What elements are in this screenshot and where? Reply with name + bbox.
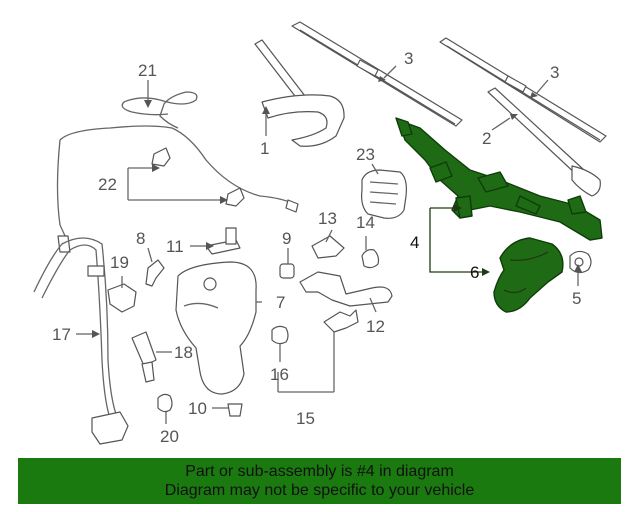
callout-18: 18 bbox=[174, 343, 193, 362]
callout-5: 5 bbox=[572, 289, 581, 308]
callout-1: 1 bbox=[260, 139, 269, 158]
callout-8: 8 bbox=[136, 229, 145, 248]
pump-part-11[interactable] bbox=[205, 227, 241, 255]
callout-10: 10 bbox=[188, 399, 207, 418]
callout-2: 2 bbox=[482, 129, 491, 148]
callout-9: 9 bbox=[282, 229, 291, 248]
callout-15: 15 bbox=[296, 409, 315, 428]
wiper-arm-right[interactable] bbox=[487, 87, 601, 197]
nozzle-part-15[interactable] bbox=[323, 309, 359, 333]
callout-3-left: 3 bbox=[404, 49, 413, 68]
callout-16: 16 bbox=[270, 365, 289, 384]
washer-pump-part-18[interactable] bbox=[131, 331, 157, 383]
arrowheads bbox=[92, 76, 582, 338]
info-banner: Part or sub-assembly is #4 in diagram Di… bbox=[18, 458, 621, 504]
hose-part-12[interactable] bbox=[299, 271, 393, 307]
banner-line-2: Diagram may not be specific to your vehi… bbox=[164, 482, 475, 499]
wiper-blade-left[interactable] bbox=[291, 21, 463, 127]
hose-clip-lower[interactable] bbox=[225, 187, 245, 207]
plug-part-10[interactable] bbox=[227, 403, 243, 417]
callout-7: 7 bbox=[276, 293, 285, 312]
callout-17: 17 bbox=[52, 325, 71, 344]
grommet-part-16[interactable] bbox=[271, 325, 289, 345]
callout-13: 13 bbox=[318, 209, 337, 228]
wiper-blade-right[interactable] bbox=[439, 37, 607, 143]
hose-part-17[interactable] bbox=[33, 237, 129, 445]
callout-21: 21 bbox=[138, 61, 157, 80]
callout-3-right: 3 bbox=[550, 63, 559, 82]
callout-22: 22 bbox=[98, 175, 117, 194]
clip-part-8[interactable] bbox=[145, 259, 165, 287]
washer-hose-assembly[interactable] bbox=[56, 91, 299, 253]
bracket-part-13[interactable] bbox=[311, 235, 345, 259]
callout-23: 23 bbox=[356, 145, 375, 164]
wiper-arm-left[interactable] bbox=[254, 39, 345, 147]
sensor-part-19[interactable] bbox=[107, 283, 137, 313]
washer-reservoir[interactable] bbox=[175, 261, 257, 395]
grommet-part-14[interactable] bbox=[361, 249, 380, 269]
callout-12: 12 bbox=[366, 317, 385, 336]
plug-part-9[interactable] bbox=[279, 263, 295, 279]
callout-4: 4 bbox=[410, 233, 419, 252]
callout-6: 6 bbox=[470, 263, 479, 282]
callout-11: 11 bbox=[166, 237, 184, 256]
callout-19: 19 bbox=[110, 253, 129, 272]
parts-diagram: 21 3 3 1 2 23 22 4 6 13 14 8 11 9 19 7 5… bbox=[33, 21, 607, 446]
arrowheads-highlight bbox=[454, 204, 490, 276]
cowl-cover-part-23[interactable] bbox=[361, 169, 407, 219]
banner-line-1: Part or sub-assembly is #4 in diagram bbox=[185, 463, 454, 480]
callout-14: 14 bbox=[356, 213, 375, 232]
wiper-linkage-assembly[interactable] bbox=[395, 117, 603, 241]
hose-clip-upper[interactable] bbox=[151, 147, 171, 167]
grommet-part-5[interactable] bbox=[569, 250, 592, 274]
leader-lines bbox=[76, 65, 579, 424]
callout-20: 20 bbox=[160, 427, 179, 446]
wiper-motor[interactable] bbox=[493, 237, 564, 313]
cap-part-20[interactable] bbox=[157, 393, 173, 413]
